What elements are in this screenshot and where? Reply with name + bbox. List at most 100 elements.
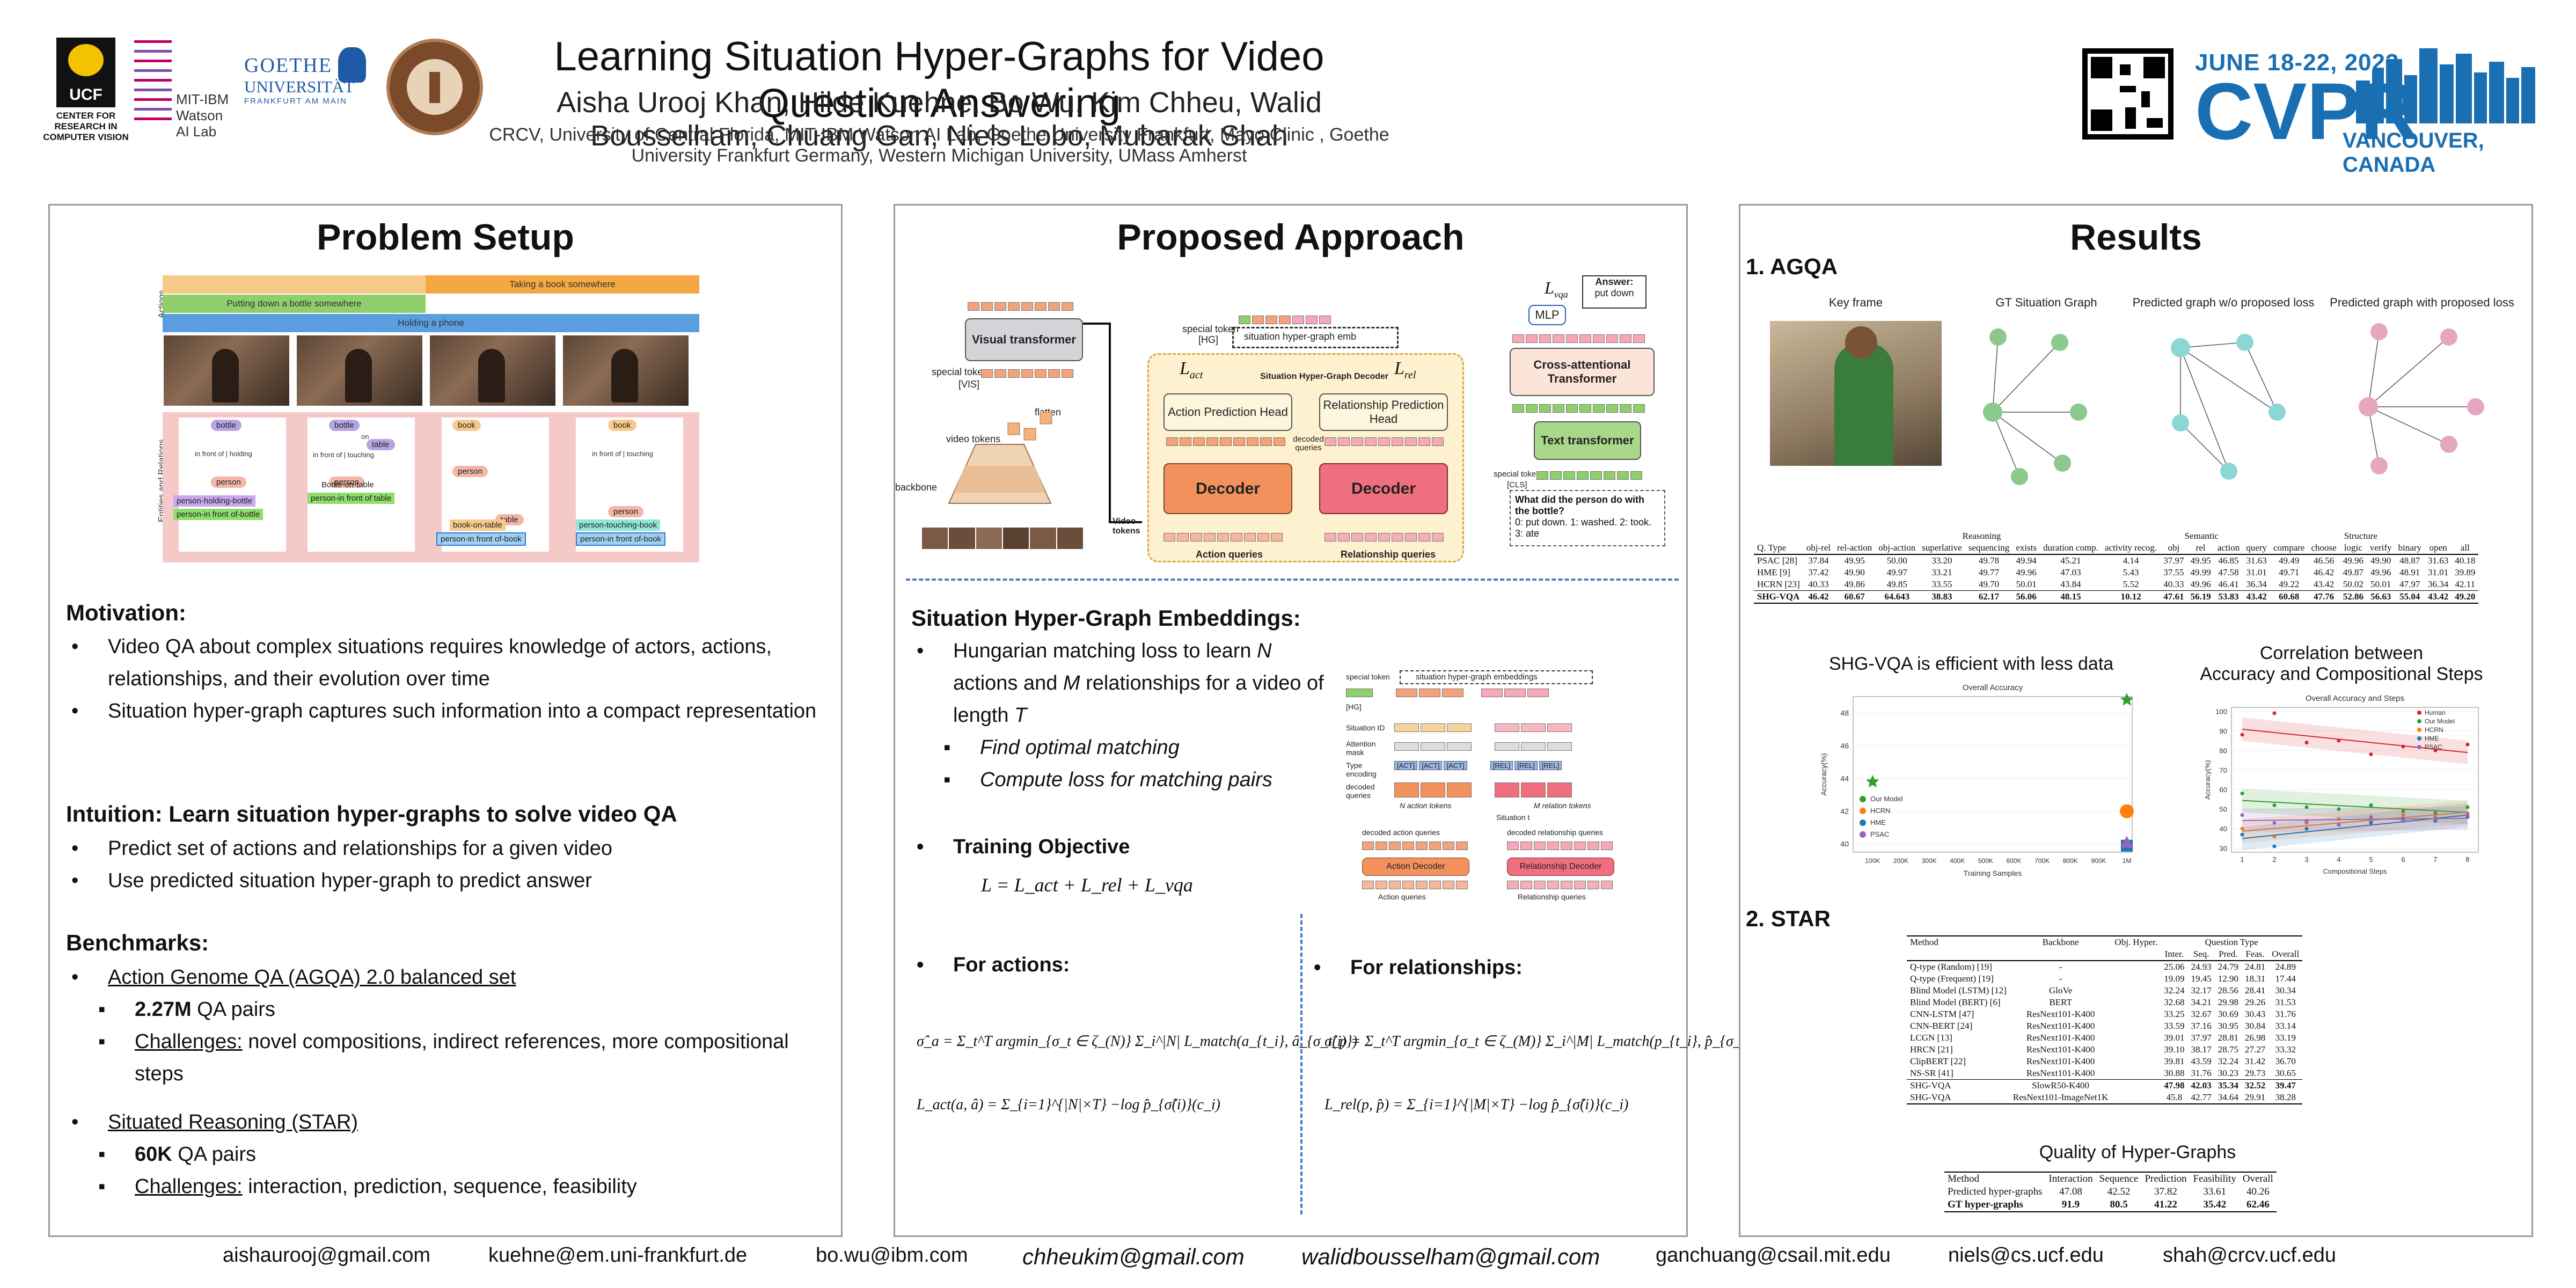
table-cell [2111,997,2161,1008]
table-cell: 49.87 [2343,567,2363,577]
table-cell: 62.46 [2239,1198,2277,1212]
table-group-header: Reasoning [1962,531,2001,541]
trend-line [2242,800,2468,813]
table-header-cell: open [2424,542,2452,555]
table-cell: 55.04 [2395,590,2425,604]
table-group-header: Structure [2344,531,2378,541]
quality-title: Quality of Hyper-Graphs [2039,1142,2236,1162]
table-header-cell: action [2214,542,2243,555]
table-cell [2111,1044,2161,1056]
legend-marker [2417,745,2421,749]
table-cell: 56.19 [2187,590,2214,604]
table-cell: 50.02 [2343,579,2363,589]
table-header-cell: Feasibility [2190,1172,2240,1185]
ucf-caption: CENTER FOR RESEARCH IN COMPUTER VISION [43,111,129,142]
email-link[interactable]: walidbousselham@gmail.com [1301,1244,1600,1269]
mlp-block: MLP [1528,305,1566,325]
table-cell: 33.21 [1931,567,1952,577]
table-cell: ResNext101-K400 [2026,1044,2095,1055]
table-cell: 28.81 [2218,1033,2238,1043]
email-link[interactable]: shah@crcv.ucf.edu [2163,1244,2337,1267]
x-tick-label: 1M [2123,857,2132,865]
data-point [2401,813,2405,817]
email-link[interactable]: chheukim@gmail.com [1022,1244,1245,1269]
table-cell: 62.17 [1965,590,2013,604]
text-transformer-block: Text transformer [1534,421,1641,460]
table-cell: 49.99 [2190,567,2211,577]
y-tick-label: 50 [2220,806,2227,814]
y-tick-label: 46 [1840,742,1849,750]
table-cell: 35.34 [2214,1079,2242,1092]
table-cell: 49.96 [2343,555,2363,566]
action-bar-taking: Taking a book somewhere [426,275,699,294]
table-cell: 28.75 [2218,1044,2238,1055]
data-point [2120,804,2134,818]
panel-title: Problem Setup [317,217,574,258]
x-tick-label: 400K [1950,857,1965,865]
qr-code[interactable] [2082,48,2174,140]
table-cell: - [2059,962,2062,972]
table-header-cell: Inter. [2161,948,2188,961]
data-point [2272,844,2277,848]
data-point [2369,803,2373,807]
table-cell: 37.55 [2163,567,2184,577]
table-cell: 49.95 [2190,555,2211,566]
table-cell: 49.22 [2279,579,2300,589]
action-bar-holding: Holding a phone [163,314,699,332]
table-cell: 48.87 [2399,555,2420,566]
table-cell: 39.01 [2164,1033,2185,1043]
panel-title: Results [2070,217,2202,258]
table-cell: 33.59 [2164,1021,2185,1031]
table-header-cell: obj [2160,542,2187,555]
email-link[interactable]: ganchuang@csail.mit.edu [1656,1244,1891,1267]
table-cell: 56.06 [2012,590,2040,604]
x-tick-label: 2 [2272,855,2276,863]
relationship-decoder-block: Decoder [1319,463,1448,514]
table-cell: 42.11 [2455,579,2476,589]
table-header-cell: Sequence [2096,1172,2142,1185]
table-cell: 31.01 [2246,567,2267,577]
shg-embeddings-heading: Situation Hyper-Graph Embeddings: [911,605,1301,631]
table-cell: 24.89 [2275,962,2296,972]
table-cell: 39.81 [2164,1056,2185,1066]
for-actions-heading: For actions: [911,949,1287,981]
table-cell: 24.79 [2218,962,2238,972]
data-point [2401,809,2405,813]
legend-label: Human [2425,709,2446,716]
table-header-cell: Pred. [2214,948,2242,961]
legend-marker [2417,736,2421,741]
email-link[interactable]: niels@cs.ucf.edu [1948,1244,2104,1267]
panel-title: Proposed Approach [1117,217,1465,258]
table-cell: 49.95 [1844,555,1865,566]
motivation-list: Video QA about complex situations requir… [66,631,828,727]
table-cell: SHG-VQA [1907,1092,2010,1104]
table-header-cell: rel [2187,542,2214,555]
table-cell: 37.16 [2191,1021,2212,1031]
legend-label: Our Model [2425,718,2455,725]
email-link[interactable]: kuehne@em.uni-frankfurt.de [488,1244,748,1267]
shg-embedding-diagram: special token situation hyper-graph embe… [1346,670,1679,914]
table-cell [2111,985,2161,997]
table-header-cell: sequencing [1965,542,2013,555]
section-divider [906,579,1679,581]
table-cell: 29.91 [2241,1092,2269,1104]
table-header-cell: query [2243,542,2270,555]
plot-area [1853,696,2133,853]
table-cell: ResNext101-K400 [2026,1009,2095,1019]
table-cell: 12.90 [2218,974,2238,984]
email-link[interactable]: aishaurooj@gmail.com [223,1244,431,1267]
x-axis-label: Compositional Steps [2323,867,2387,875]
email-link[interactable]: bo.wu@ibm.com [816,1244,968,1267]
table-cell: 37.97 [2163,555,2184,566]
situation-graph-card: book person table [442,418,549,552]
table-cell: 64.643 [1875,590,1919,604]
table-cell [2111,961,2161,973]
table-header-cell: Interaction [2045,1172,2096,1185]
